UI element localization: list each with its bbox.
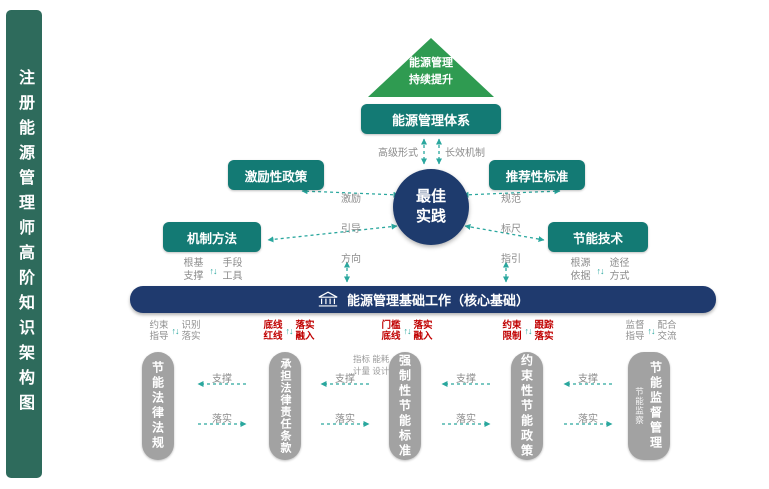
connector-word: 落实 融入 (413, 320, 433, 343)
gap-implement-label: 落实 (578, 414, 598, 425)
technology-word-pair: 根源 依据 ↑↓ 途径 方式 (550, 258, 650, 283)
energy-saving-tech-box: 节能技术 (548, 222, 648, 252)
connector-word: 监督 指导 (625, 320, 645, 343)
pillar-legal-liability: 承担法律责任条款 (269, 352, 301, 460)
up-down-arrow-icon: ↑↓ (171, 326, 180, 337)
gap-implement-label: 落实 (335, 414, 355, 425)
word-norm: 规范 (501, 194, 521, 205)
pillar-label: 节能监督管理 (648, 361, 663, 451)
best-practice-circle: 最佳 实践 (393, 169, 469, 245)
word-guidance: 指引 (501, 254, 521, 265)
pillar-mandatory-standards: 强制性节能标准 (389, 352, 421, 460)
connector-word: 识别 落实 (181, 320, 201, 343)
energy-saving-tech-label: 节能技术 (572, 231, 623, 246)
link-advanced-form: 高级形式 (378, 148, 418, 159)
system-box: 能源管理体系 (361, 104, 501, 134)
connector-word: 约束 限制 (502, 320, 522, 343)
word-incentive: 激励 (341, 194, 361, 205)
up-down-arrow-icon: ↑↓ (524, 326, 533, 337)
gap-support-label: 支撑 (456, 374, 476, 385)
gap-support-label: 支撑 (335, 374, 355, 385)
pillar-label: 强制性节能标准 (397, 353, 412, 459)
connector-group-4: 监督 指导 ↑↓ 配合 交流 (606, 320, 696, 343)
pyramid-label: 能源管理 持续提升 (409, 57, 453, 87)
pillar-supervision: 节能监察 节能监督管理 (628, 352, 670, 460)
sidebar-title-bar: 注册能源管理师高阶知识架构图 (6, 10, 42, 478)
mechanism-word-pair: 根基 支撑 ↑↓ 手段 工具 (165, 258, 261, 283)
mechanism-method-box: 机制方法 (163, 222, 261, 252)
pillar-label: 承担法律责任条款 (279, 358, 291, 454)
foundation-bar-label: 能源管理基础工作（核心基础） (346, 293, 529, 308)
word-means-tools: 手段 工具 (222, 258, 243, 282)
connector-word: 门槛 底线 (381, 320, 401, 343)
gap-support-label: 支撑 (578, 374, 598, 385)
connector-word: 底线 红线 (263, 320, 283, 343)
pillar-note: 指标 能耗 计量 设计 (353, 354, 390, 377)
up-down-arrow-icon: ↑↓ (596, 265, 605, 276)
connector-word: 落实 融入 (295, 320, 315, 343)
diagram-title: 注册能源管理师高阶知识架构图 (16, 69, 33, 419)
gap-implement-label: 落实 (212, 414, 232, 425)
word-path-method: 途径 方式 (609, 258, 630, 282)
incentive-policy-box: 激励性政策 (228, 160, 324, 190)
connector-group-1: 底线 红线 ↑↓ 落实 融入 (244, 320, 334, 343)
recommended-standard-box: 推荐性标准 (489, 160, 585, 190)
word-ruler: 标尺 (501, 224, 521, 235)
connector-word: 跟踪 落实 (534, 320, 554, 343)
up-down-arrow-icon: ↑↓ (209, 265, 218, 276)
system-box-label: 能源管理体系 (391, 112, 470, 128)
connector-group-0: 约束 指导 ↑↓ 识别 落实 (130, 320, 220, 343)
building-icon (318, 291, 338, 307)
connector-word: 约束 指导 (149, 320, 169, 343)
up-down-arrow-icon: ↑↓ (403, 326, 412, 337)
up-down-arrow-icon: ↑↓ (647, 326, 656, 337)
gap-support-label: 支撑 (212, 374, 232, 385)
mechanism-method-label: 机制方法 (186, 231, 237, 246)
pillar-laws: 节能法律法规 (142, 352, 174, 460)
pillar-label: 约束性节能政策 (519, 353, 534, 459)
connector-group-2: 门槛 底线 ↑↓ 落实 融入 (362, 320, 452, 343)
pillar-binding-policies: 约束性节能政策 (511, 352, 543, 460)
pillar-label: 节能法律法规 (150, 361, 165, 451)
recommended-standard-label: 推荐性标准 (505, 169, 569, 184)
word-foundation-support: 根基 支撑 (183, 258, 204, 282)
foundation-bar: 能源管理基础工作（核心基础） (130, 286, 716, 313)
pillar-side-label: 节能监察 (634, 387, 645, 425)
connector-word: 配合 交流 (657, 320, 677, 343)
word-root-basis: 根源 依据 (570, 258, 591, 282)
word-guide: 引导 (341, 224, 361, 235)
gap-implement-label: 落实 (456, 414, 476, 425)
incentive-policy-label: 激励性政策 (244, 169, 308, 184)
connector-group-3: 约束 限制 ↑↓ 跟踪 落实 (483, 320, 573, 343)
link-long-term-mechanism: 长效机制 (445, 148, 485, 159)
word-direction: 方向 (341, 254, 361, 265)
up-down-arrow-icon: ↑↓ (285, 326, 294, 337)
